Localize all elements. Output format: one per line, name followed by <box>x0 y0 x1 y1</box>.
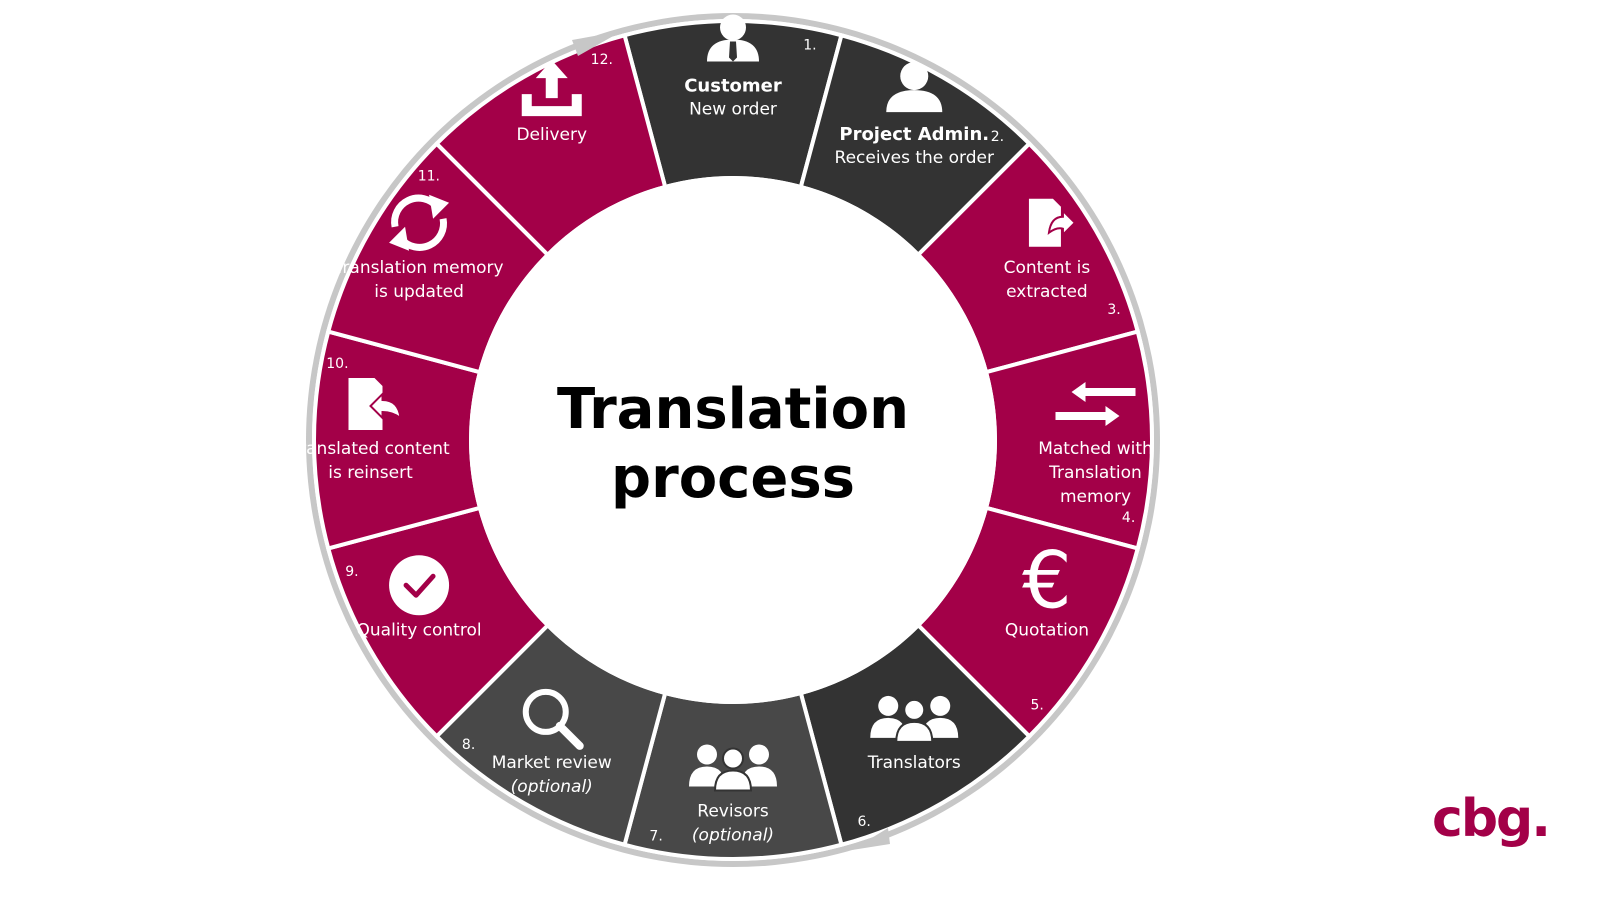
step-label-line2: (optional) <box>692 826 774 846</box>
step-label: Translators <box>867 753 961 773</box>
euro-icon: € <box>1022 536 1072 626</box>
step-title: Customer <box>684 76 782 97</box>
group-icon <box>689 744 777 792</box>
group-icon <box>870 695 959 743</box>
step-label: Content is <box>1004 258 1091 278</box>
step-number: 5. <box>1030 697 1043 713</box>
step-label: Quality control <box>357 620 482 640</box>
step-label: Market review <box>492 753 612 773</box>
step-label: Delivery <box>516 125 587 145</box>
step-number: 4. <box>1122 510 1135 526</box>
step-label: Translation memory <box>334 258 504 278</box>
step-label: Revisors <box>697 802 769 822</box>
step-label-line2: Translation <box>1048 463 1142 483</box>
brand-logo: cbg. <box>1432 789 1551 849</box>
step-label: New order <box>689 100 777 120</box>
step-label: Receives the order <box>835 148 994 168</box>
exchange-arrows-icon <box>1055 382 1136 426</box>
process-step-10: Translated content is reinsert 10. <box>290 329 483 551</box>
step-number: 3. <box>1107 302 1120 318</box>
step-label-line2: is reinsert <box>328 463 413 483</box>
step-number: 12. <box>591 52 613 68</box>
step-label-line2: is updated <box>374 282 464 302</box>
step-number: 9. <box>345 564 358 580</box>
step-label-line2: (optional) <box>511 777 593 797</box>
step-label: Matched with <box>1038 439 1153 459</box>
step-number: 10. <box>326 356 348 372</box>
step-label-line2: extracted <box>1006 282 1088 302</box>
step-label: Translated content <box>290 439 450 459</box>
step-label: Quotation <box>1005 620 1089 640</box>
file-export-icon <box>1028 198 1077 247</box>
upload-tray-icon <box>521 60 582 117</box>
refresh-icon <box>389 194 450 251</box>
diagram-title-line1: Translation <box>557 377 909 442</box>
customer-tie-icon <box>707 14 759 62</box>
step-number: 8. <box>462 737 475 753</box>
flow-arrow-bottom <box>852 828 890 850</box>
step-number: 7. <box>649 829 662 845</box>
person-icon <box>886 62 943 113</box>
step-number: 11. <box>418 169 440 185</box>
diagram-title-line2: process <box>611 446 855 511</box>
step-label-line3: memory <box>1060 487 1131 507</box>
magnifier-icon <box>522 688 584 750</box>
step-number: 1. <box>803 37 816 53</box>
center-circle <box>469 176 997 704</box>
process-step-6: Translators 6. <box>798 622 1033 848</box>
file-import-icon <box>348 378 402 430</box>
step-number: 2. <box>991 129 1004 145</box>
step-number: 6. <box>858 814 871 830</box>
svg-text:€: € <box>1022 536 1072 626</box>
check-circle-icon <box>389 555 450 616</box>
flow-arrow-top <box>572 31 622 56</box>
step-title: Project Admin. <box>839 124 989 145</box>
